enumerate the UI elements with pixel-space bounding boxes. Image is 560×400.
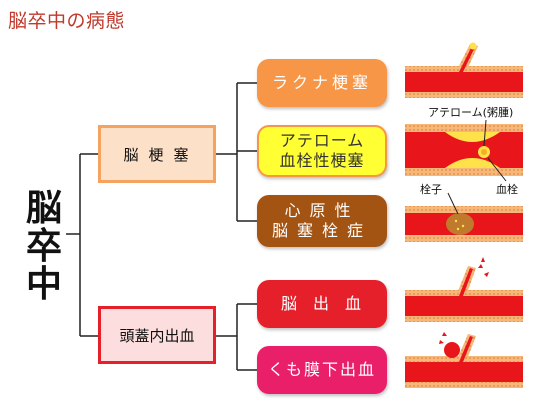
subtype-athero-line1: アテローム [279,131,365,150]
subtype-cardio-line2: 脳塞栓症 [271,221,372,240]
subtype-athero-line2: 血栓性梗塞 [279,151,365,170]
vessel-atheroma-icon [405,124,523,176]
annotation-embolus: 栓子 [420,183,442,196]
annotation-leaders [447,119,507,215]
vessel-lacunar-icon [405,42,523,98]
diagram-title: 脳卒中の病態 [8,10,126,32]
root-node-stroke: 脳卒中 [25,188,62,305]
vessel-aneurysm-icon [405,332,523,388]
category-intracranial-hemorrhage: 頭蓋内出血 [98,306,216,364]
vessel-hemorrhage-icon [405,257,523,322]
subtype-cardio-line1: 心原性 [284,201,360,220]
subtype-lacunar-infarction: ラクナ梗塞 [257,59,387,107]
category-cerebral-infarction: 脳梗塞 [98,125,216,183]
subtype-lacunar-label: ラクナ梗塞 [271,73,372,92]
subtype-intracerebral-hemorrhage: 脳出血 [257,280,387,328]
subtype-sah-label: くも膜下出血 [267,360,376,379]
subtype-ich-label: 脳出血 [280,294,377,313]
annotation-atheroma: アテローム(粥腫) [428,106,514,119]
subtype-atherothrombotic-infarction: アテローム 血栓性梗塞 [257,125,387,177]
subtype-cardioembolic-stroke: 心原性 脳塞栓症 [257,195,387,247]
vessel-embolus-icon [405,206,523,242]
annotation-thrombus: 血栓 [496,183,518,196]
subtype-subarachnoid-hemorrhage: くも膜下出血 [257,346,387,394]
tree-connectors [66,82,257,371]
